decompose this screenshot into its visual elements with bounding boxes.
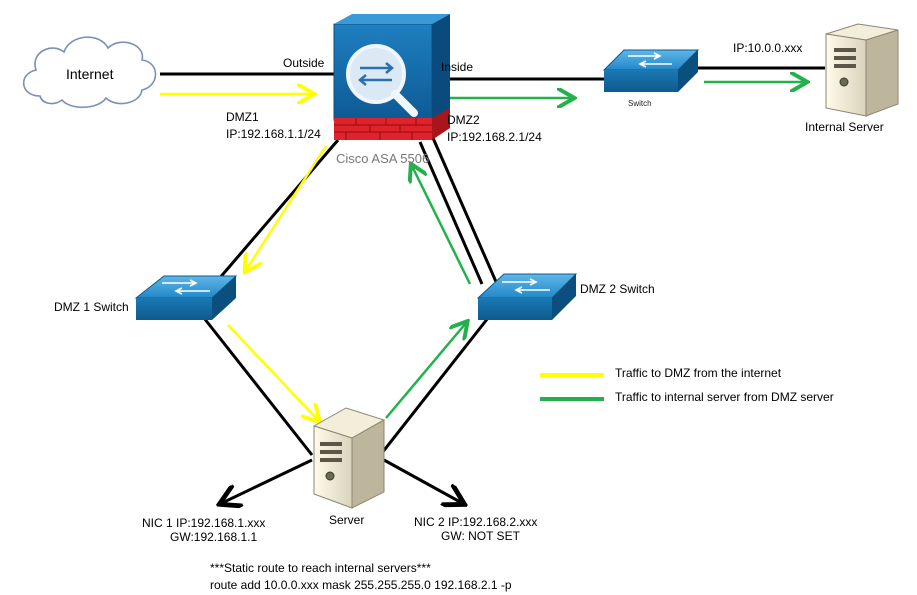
link-asa-dmz1-switch	[216, 139, 340, 281]
nic2-ip-label: NIC 2 IP:192.168.2.xxx	[414, 515, 538, 529]
internal-server-icon	[825, 23, 899, 117]
legend	[540, 373, 604, 401]
nic1-gw-label: GW:192.168.1.1	[170, 530, 258, 544]
internet-label: Internet	[66, 66, 114, 82]
link-dmz1-switch-server	[202, 317, 314, 456]
green-arrow-server-dmz2	[385, 323, 466, 419]
nic2-gw-label: GW: NOT SET	[441, 529, 520, 543]
legend-yellow-label: Traffic to DMZ from the internet	[615, 366, 782, 380]
server-label: Server	[329, 513, 365, 527]
inside-switch-label: Switch	[628, 99, 652, 108]
static-route-command: route add 10.0.0.xxx mask 255.255.255.0 …	[210, 578, 512, 592]
dmz-server-icon	[312, 407, 386, 509]
dmz1-ip-label: IP:192.168.1.1/24	[226, 127, 321, 141]
dmz2-switch-icon	[476, 273, 578, 320]
dmz1-switch-label: DMZ 1 Switch	[54, 300, 129, 314]
yellow-arrow-dmz1-server	[227, 324, 318, 420]
yellow-arrow-asa-dmz1	[246, 145, 328, 270]
legend-green-label: Traffic to internal server from DMZ serv…	[615, 390, 834, 404]
dmz1-interface-label: DMZ1	[226, 110, 259, 124]
link-asa-dmz2-switch-a	[418, 141, 484, 285]
internal-server-ip-label: IP:10.0.0.xxx	[733, 41, 803, 55]
inside-interface-label: Inside	[441, 60, 474, 74]
cisco-asa-icon	[333, 14, 450, 140]
dmz2-switch-label: DMZ 2 Switch	[580, 282, 655, 296]
link-asa-dmz2-switch-b	[431, 137, 499, 285]
network-links	[160, 66, 825, 503]
asa-model-label: Cisco ASA 5506	[336, 151, 430, 166]
traffic-arrows	[160, 82, 805, 420]
link-dmz2-switch-server	[376, 317, 490, 459]
nic2-arrow	[383, 458, 462, 503]
inside-switch-icon	[602, 49, 700, 92]
nic1-ip-label: NIC 1 IP:192.168.1.xxx	[142, 516, 266, 530]
green-arrow-dmz2-asa	[412, 166, 472, 285]
dmz2-interface-label: DMZ2	[447, 113, 480, 127]
nic1-arrow	[222, 458, 313, 503]
internet-cloud-icon	[22, 36, 157, 109]
dmz1-switch-icon	[134, 275, 238, 320]
dmz2-ip-label: IP:192.168.2.1/24	[447, 130, 542, 144]
outside-interface-label: Outside	[283, 56, 325, 70]
static-route-heading: ***Static route to reach internal server…	[210, 561, 431, 575]
internal-server-label: Internal Server	[805, 120, 884, 134]
